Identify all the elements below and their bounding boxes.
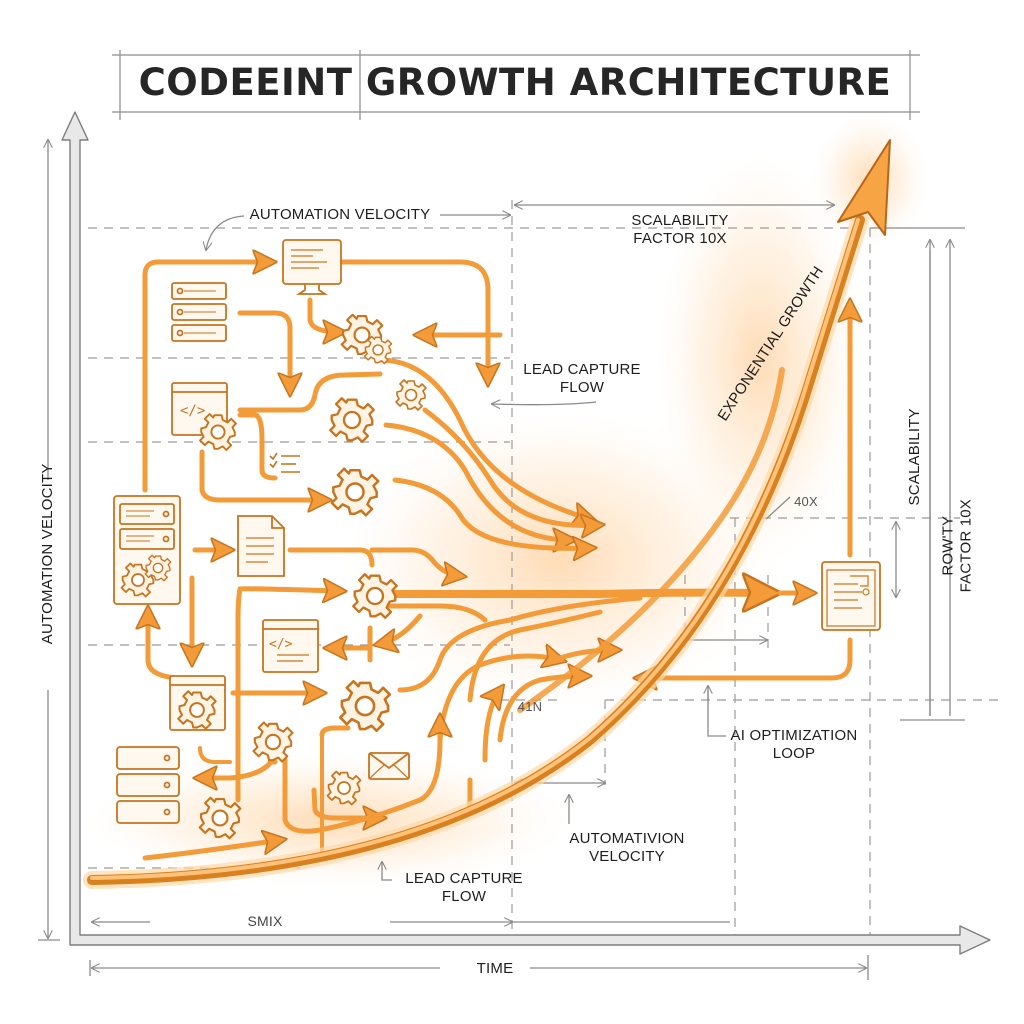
axes (61, 111, 991, 955)
envelope-icon (368, 752, 410, 780)
scalability-top-line1: SCALABILITY (631, 212, 729, 229)
gear-icon-h (326, 770, 362, 806)
gear-icon-f (252, 721, 294, 763)
svg-text:</>: </> (269, 637, 293, 652)
report-icon (821, 561, 881, 631)
exponential-growth-curve (83, 139, 891, 889)
gear-icon-c (330, 467, 380, 517)
document-icon (237, 515, 285, 577)
gear-icon-b (329, 397, 375, 443)
server-rack-icon-top (171, 282, 227, 342)
gear-icon-tower-b (144, 554, 172, 582)
gear-icon-settings (177, 690, 217, 730)
flow-arrows (145, 262, 850, 861)
label-marker-40x: 40X (794, 494, 818, 509)
label-scalability-right: SCALABILITY (906, 408, 924, 506)
lead-capture-bottom-line2: FLOW (441, 887, 487, 905)
label-lead-capture-bottom: LEAD CAPTURE FLOW (394, 870, 534, 905)
gear-icon-small-a (395, 379, 427, 411)
y-axis-label: AUTOMATION VELOCITY (39, 463, 57, 645)
label-marker-41n: 41N (517, 699, 543, 714)
automativion-line1: AUTOMATIVION (569, 830, 685, 847)
checklist-icon (269, 452, 300, 473)
ai-loop-line1: AI OPTIMIZATION (730, 727, 858, 744)
gear-icon-code-top (199, 413, 237, 451)
label-lead-capture-mid: LEAD CAPTURE FLOW (512, 361, 652, 396)
monitor-icon (282, 239, 342, 295)
diagram-title: CODEEINT GROWTH ARCHITECTURE (138, 60, 892, 104)
gear-icon-d (352, 573, 398, 619)
gears-icon-top (340, 313, 393, 365)
gear-icon-e (338, 679, 392, 733)
automativion-line2: VELOCITY (589, 847, 665, 865)
rowty-line1: ROW'TY (939, 515, 957, 576)
lead-capture-bottom-line1: LEAD CAPTURE (405, 870, 523, 887)
gear-icon-g (198, 796, 242, 840)
label-automativion-velocity: AUTOMATIVION VELOCITY (552, 830, 702, 865)
server-rack-icon-bottom (116, 746, 180, 824)
label-scalability-top: SCALABILITY FACTOR 10X (600, 212, 760, 247)
title-frame (112, 50, 920, 120)
svg-text:</>: </> (180, 403, 205, 419)
lead-capture-mid-line2: FLOW (559, 378, 605, 396)
dimension-lines (38, 140, 965, 980)
lead-capture-mid-line1: LEAD CAPTURE (523, 361, 641, 378)
x-axis-label: TIME (476, 960, 514, 977)
ai-loop-line2: LOOP (772, 744, 816, 762)
code-window-icon-mid: </> (262, 619, 319, 673)
label-rowty-factor: ROW'TY FACTOR 10X (939, 491, 974, 601)
label-ai-optimization-loop: AI OPTIMIZATION LOOP (714, 727, 874, 762)
label-automation-velocity-top: AUTOMATION VELOCITY (249, 206, 431, 223)
scalability-top-line2: FACTOR 10X (633, 229, 727, 247)
x-sub-span-label: SMIX (247, 913, 283, 929)
rowty-line2: FACTOR 10X (957, 498, 974, 593)
